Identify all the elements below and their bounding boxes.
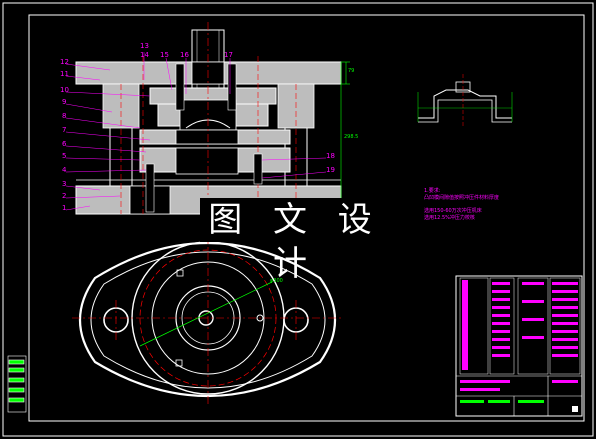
callout-13: 13 bbox=[140, 42, 149, 50]
callout-8: 8 bbox=[62, 112, 67, 120]
title-block bbox=[455, 275, 583, 417]
plan-view bbox=[72, 236, 344, 404]
callout-17: 17 bbox=[224, 51, 233, 59]
part-drawing bbox=[417, 74, 513, 128]
tech-notes-title: 1.要求: bbox=[424, 188, 441, 194]
dim-height-outer: 298.5 bbox=[344, 134, 359, 140]
callout-5: 5 bbox=[62, 152, 67, 160]
tech-note-line-2: 选用150-60万次冲压机床 bbox=[424, 208, 482, 214]
watermark-banner: 图 文 设 计 bbox=[200, 198, 390, 284]
callout-12: 12 bbox=[60, 58, 69, 66]
callout-1: 1 bbox=[62, 204, 67, 212]
binding-strip bbox=[7, 355, 27, 413]
leader-lines bbox=[65, 52, 327, 211]
dimension-lines bbox=[340, 61, 350, 214]
dim-diameter: φ300 bbox=[270, 278, 283, 284]
callout-18: 18 bbox=[326, 152, 335, 160]
callout-19: 19 bbox=[326, 166, 335, 174]
tech-note-line-1: 凸凹模间隙值按照冲压件材料厚度 bbox=[424, 195, 500, 201]
callout-2: 2 bbox=[62, 192, 67, 200]
callout-7: 7 bbox=[62, 126, 67, 134]
callout-10: 10 bbox=[60, 86, 69, 94]
tech-note-line-3: 选用12.5%冲压力校核 bbox=[424, 215, 475, 221]
callout-11: 11 bbox=[60, 70, 69, 78]
callout-15: 15 bbox=[160, 51, 169, 59]
callout-9: 9 bbox=[62, 98, 67, 106]
callout-16: 16 bbox=[180, 51, 189, 59]
callout-4: 4 bbox=[62, 166, 67, 174]
inner-frame bbox=[28, 14, 585, 422]
dim-height-right: 79 bbox=[348, 68, 355, 74]
diameter-leader bbox=[139, 281, 273, 347]
callout-3: 3 bbox=[62, 180, 67, 188]
callout-14: 14 bbox=[140, 51, 149, 59]
tech-notes: 1.要求: 凸凹模间隙值按照冲压件材料厚度 选用150-60万次冲压机床 选用1… bbox=[424, 188, 524, 222]
callout-6: 6 bbox=[62, 140, 67, 148]
die-section-view bbox=[75, 22, 342, 220]
